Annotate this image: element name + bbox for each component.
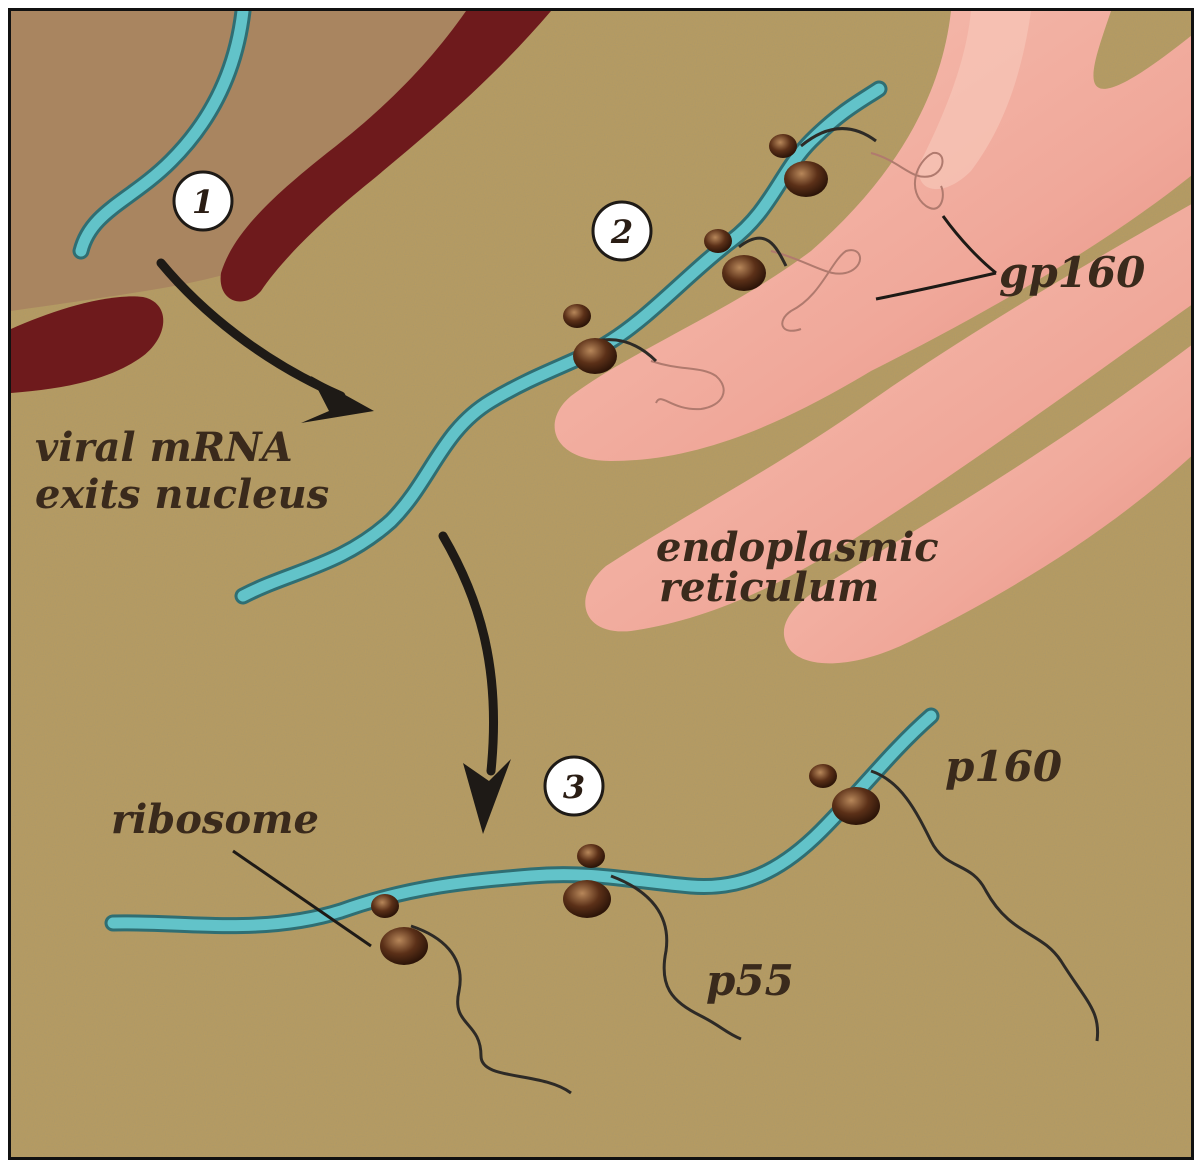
label-exits-nucleus: exits nucleus (35, 471, 329, 518)
label-reticulum: reticulum (659, 564, 879, 611)
step-number-3: 3 (563, 768, 585, 806)
step-number-2: 2 (610, 213, 633, 251)
step-number-1: 1 (192, 183, 214, 221)
step-badge-1: 1 (174, 172, 232, 230)
step-badge-3: 3 (545, 757, 603, 815)
hiv-translation-diagram: 1 2 3 viral mRNA exits nucleus endoplasm… (11, 11, 1194, 1160)
label-gp160: gp160 (999, 248, 1145, 297)
step-badge-2: 2 (593, 202, 651, 260)
label-ribosome: ribosome (111, 796, 319, 843)
label-p160: p160 (945, 742, 1062, 791)
label-viral-mrna: viral mRNA (35, 424, 293, 471)
label-p55: p55 (706, 956, 794, 1005)
diagram-frame: 1 2 3 viral mRNA exits nucleus endoplasm… (8, 8, 1194, 1160)
